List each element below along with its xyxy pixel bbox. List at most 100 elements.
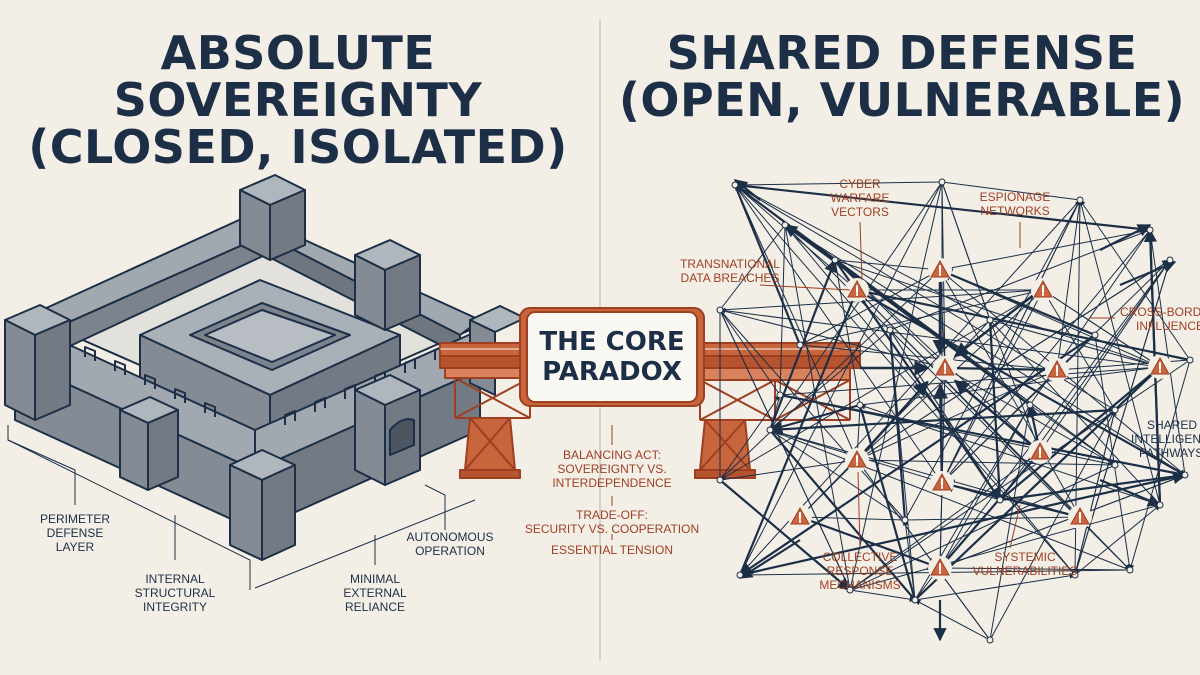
network-link xyxy=(719,309,946,370)
label-line: SYSTEMIC xyxy=(994,550,1056,564)
label-line: SHARED xyxy=(1147,418,1198,432)
network-link xyxy=(904,199,1081,521)
network-node xyxy=(1186,356,1194,364)
network-node xyxy=(1156,501,1164,509)
network-link xyxy=(933,383,949,484)
label-cross-border-influence: CROSS-BORDER INFLUENCE xyxy=(1120,305,1200,333)
network-node xyxy=(986,316,994,324)
network-link xyxy=(734,184,858,461)
label-line: STRUCTURAL xyxy=(134,586,216,600)
label-line: TRANSNATIONAL xyxy=(680,257,780,271)
label-line: EXTERNAL xyxy=(343,586,407,600)
network-node xyxy=(996,496,1004,504)
network-node xyxy=(856,401,864,409)
title-left-line-1: ABSOLUTE SOVEREIGNTY xyxy=(113,26,483,127)
network-link xyxy=(1056,199,1081,371)
network-link xyxy=(834,259,946,369)
network-link xyxy=(1094,334,1133,571)
note-line: BALANCING ACT: xyxy=(562,448,662,462)
network-link xyxy=(799,515,942,571)
network-link xyxy=(738,289,859,576)
network-link xyxy=(799,516,906,521)
network-link xyxy=(769,429,1081,518)
network-link xyxy=(939,474,1186,569)
network-node xyxy=(796,341,804,349)
network-link xyxy=(1099,224,1152,251)
note-line: TRADE-OFF: xyxy=(576,508,648,522)
label-leader-line xyxy=(859,221,863,281)
label-line: WARFARE xyxy=(830,191,890,205)
label-espionage-networks: ESPIONAGE NETWORKS xyxy=(960,190,1070,218)
network-link xyxy=(1128,359,1191,571)
network-link xyxy=(719,394,781,481)
network-link xyxy=(1079,199,1161,506)
network-node xyxy=(1026,401,1034,409)
network-link xyxy=(941,199,1081,484)
label-perimeter-defense-layer: PERIMETER DEFENSE LAYER xyxy=(30,512,120,554)
label-line: RELIANCE xyxy=(344,600,406,614)
label-cyber-warfare-vectors: CYBER WARFARE VECTORS xyxy=(815,177,905,219)
network-node xyxy=(1076,196,1084,204)
network-link xyxy=(849,589,916,603)
network-link xyxy=(799,288,1044,346)
network-link xyxy=(734,184,943,484)
label-autonomous-operation: AUTONOMOUS OPERATION xyxy=(405,530,495,558)
network-node xyxy=(766,426,774,434)
network-link xyxy=(719,309,781,396)
network-link xyxy=(856,380,929,461)
network-link xyxy=(889,329,906,521)
network-link xyxy=(1073,409,1116,576)
network-link xyxy=(734,183,1151,232)
network-link xyxy=(999,259,1171,501)
network-link xyxy=(856,289,1186,476)
network-link xyxy=(734,181,943,186)
label-line: MECHANISMS xyxy=(819,578,901,592)
label-line: PATHWAYS xyxy=(1139,446,1200,460)
label-line: RESPONSE xyxy=(826,564,894,578)
network-node xyxy=(1181,471,1189,479)
network-link xyxy=(719,309,851,591)
network-node xyxy=(1111,461,1119,469)
label-leader-line xyxy=(1009,504,1021,549)
network-link xyxy=(941,181,991,321)
network-link xyxy=(779,393,1186,477)
label-shared-intelligence-pathways: SHARED INTELLIGENCE PATHWAYS xyxy=(1125,418,1200,460)
network-link xyxy=(941,229,1151,484)
network-node xyxy=(831,256,839,264)
label-systemic-vulnerabilities: SYSTEMIC VULNERABILITIES xyxy=(960,550,1090,578)
label-line: PERIMETER xyxy=(39,512,110,526)
network-link xyxy=(989,409,1116,641)
network-node xyxy=(886,326,894,334)
core-paradox-line-2: PARADOX xyxy=(542,357,682,387)
label-line: INFLUENCE xyxy=(1136,319,1200,333)
label-line: CYBER xyxy=(839,177,881,191)
label-line: CROSS-BORDER xyxy=(1120,305,1200,319)
network-link xyxy=(768,408,1116,436)
network-node xyxy=(986,636,994,644)
network-link xyxy=(849,504,1161,591)
network-link xyxy=(849,464,1116,591)
network-link xyxy=(1074,504,1161,576)
network-link xyxy=(1119,260,1177,287)
label-leader-line xyxy=(857,471,861,549)
network-link xyxy=(859,366,1161,406)
label-line: DEFENSE xyxy=(46,526,104,540)
network-node xyxy=(938,178,946,186)
network-node xyxy=(846,586,854,594)
title-absolute-sovereignty: ABSOLUTE SOVEREIGNTY (CLOSED, ISOLATED) xyxy=(0,30,596,171)
label-leader-line xyxy=(759,284,851,291)
label-line: COLLECTIVE xyxy=(822,550,898,564)
network-link xyxy=(989,319,1041,453)
network-link xyxy=(989,319,1161,369)
note-essential-tension: ESSENTIAL TENSION xyxy=(532,543,692,557)
network-link xyxy=(999,366,1161,501)
network-link xyxy=(953,379,1041,453)
network-illustration xyxy=(716,178,1194,644)
network-link xyxy=(914,259,1171,601)
label-line: NETWORKS xyxy=(980,204,1050,218)
network-link xyxy=(1039,259,1171,453)
label-line: VECTORS xyxy=(831,205,889,219)
network-node xyxy=(1071,571,1079,579)
network-link xyxy=(799,269,941,346)
label-line: LAYER xyxy=(55,540,95,554)
